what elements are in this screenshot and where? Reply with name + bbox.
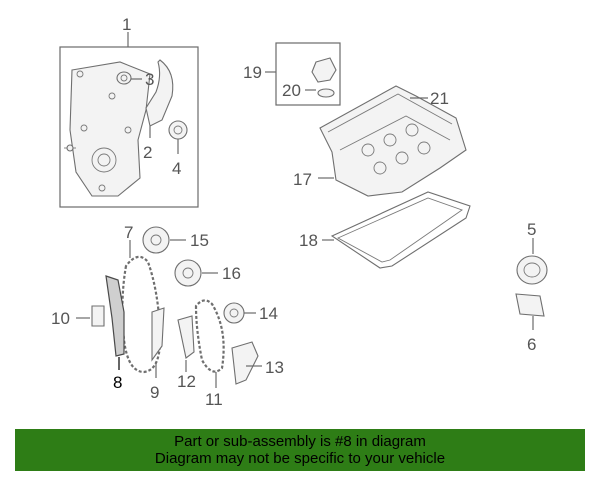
valve-cover [319, 85, 467, 197]
valve-cover-group: 21 17 [293, 85, 467, 197]
valve-cover-gasket: 18 [299, 191, 471, 269]
callout-5[interactable]: 5 [527, 220, 536, 239]
callout-10[interactable]: 10 [51, 309, 70, 328]
callout-8[interactable]: 8 [113, 373, 122, 392]
callout-9[interactable]: 9 [150, 383, 159, 402]
callout-19[interactable]: 19 [243, 63, 262, 82]
banner-line-1: Part or sub-assembly is #8 in diagram [174, 433, 426, 450]
callout-18[interactable]: 18 [299, 231, 318, 250]
callout-2[interactable]: 2 [143, 143, 152, 162]
filler-cap-group: 19 20 [243, 42, 341, 106]
timing-chain-guide-8[interactable] [105, 275, 125, 357]
callout-6[interactable]: 6 [527, 335, 536, 354]
parts-diagram: 1 3 2 4 19 20 [51, 15, 548, 409]
callout-14[interactable]: 14 [259, 304, 278, 323]
callout-20[interactable]: 20 [282, 81, 301, 100]
seal-and-bracket: 5 6 [515, 220, 548, 354]
timing-cover-group: 1 3 2 4 [59, 15, 199, 208]
callout-7[interactable]: 7 [124, 223, 133, 242]
callout-11[interactable]: 11 [205, 390, 223, 409]
callout-17[interactable]: 17 [293, 170, 312, 189]
callout-1[interactable]: 1 [122, 15, 131, 34]
callout-12[interactable]: 12 [177, 372, 196, 391]
banner-line-2: Diagram may not be specific to your vehi… [154, 450, 446, 467]
info-banner: Part or sub-assembly is #8 in diagram Di… [15, 429, 585, 471]
timing-cover [69, 61, 151, 197]
callout-13[interactable]: 13 [265, 358, 284, 377]
callout-16[interactable]: 16 [222, 264, 241, 283]
callout-4[interactable]: 4 [172, 159, 181, 178]
callout-3[interactable]: 3 [145, 70, 154, 89]
callout-15[interactable]: 15 [190, 231, 209, 250]
timing-chain-assembly: 15 16 7 8 10 9 11 12 13 [51, 223, 284, 409]
callout-21[interactable]: 21 [430, 89, 449, 108]
